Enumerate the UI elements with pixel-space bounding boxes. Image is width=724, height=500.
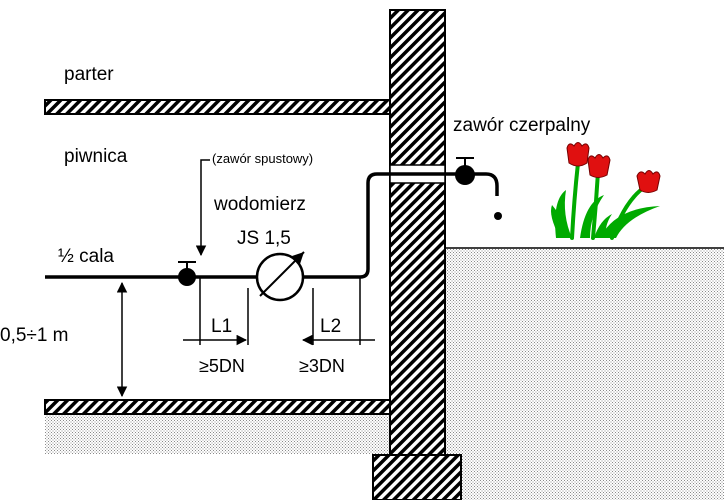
water-drop	[494, 212, 502, 220]
basement-floor-soil	[45, 414, 390, 454]
label-meter-type: JS 1,5	[237, 228, 291, 249]
basement-floor-slab	[44, 399, 406, 415]
exterior-wall	[389, 9, 446, 456]
label-water-meter: wodomierz	[213, 194, 306, 215]
label-l1: L1	[211, 316, 232, 337]
label-pipe-size: ½ cala	[58, 246, 114, 267]
ground-floor-slab	[44, 99, 406, 115]
drain-valve	[178, 261, 196, 286]
water-pipe	[45, 172, 499, 279]
wall-foundation	[372, 454, 462, 500]
label-drain-valve: (zawór spustowy)	[212, 151, 313, 166]
arrow-down-icon	[195, 159, 210, 257]
label-l1-min: ≥5DN	[199, 356, 245, 376]
garden-tap-valve	[455, 157, 475, 185]
label-basement: piwnica	[64, 146, 128, 167]
label-garden-valve: zawór czerpalny	[453, 115, 591, 136]
label-ground-floor: parter	[64, 64, 114, 85]
length-markers	[199, 277, 361, 345]
label-height: 0,5÷1 m	[0, 325, 69, 346]
label-l2: L2	[320, 316, 341, 337]
label-l2-min: ≥3DN	[299, 356, 345, 376]
outside-ground-soil	[445, 248, 724, 500]
tulips-icon	[551, 142, 661, 240]
meter-icon	[255, 251, 305, 302]
